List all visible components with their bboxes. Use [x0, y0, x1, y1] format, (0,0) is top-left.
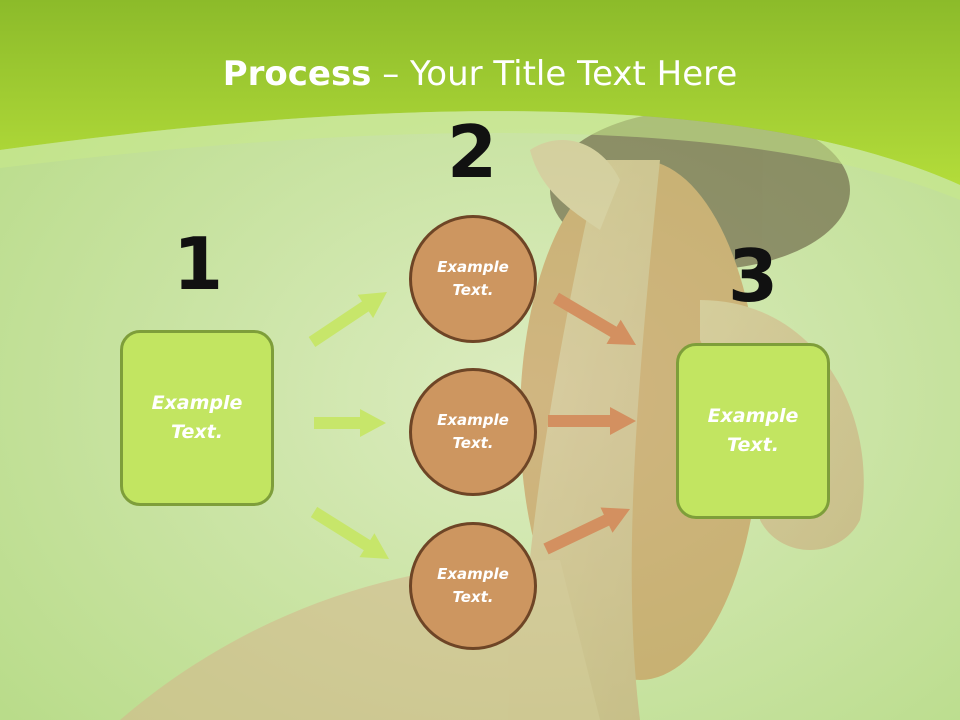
- header-swoosh: [0, 111, 960, 200]
- brown-arrows: [543, 292, 636, 555]
- step-3-box-label: Example Text.: [707, 405, 799, 456]
- step-1-box: Example Text.: [120, 330, 274, 506]
- step-number-3: 3: [727, 234, 779, 318]
- green-arrows: [308, 292, 389, 559]
- step-1-box-label: Example Text.: [151, 392, 243, 443]
- green-arrow-up: [308, 292, 387, 347]
- circle-top-label: Example Text.: [437, 258, 509, 299]
- slide-title: Process – Your Title Text Here: [0, 52, 960, 96]
- step-2-circle-top: Example Text.: [409, 215, 537, 343]
- step-number-2: 2: [446, 110, 498, 194]
- title-bold: Process: [222, 54, 372, 94]
- brown-arrow-up: [543, 507, 630, 555]
- green-arrow-down: [310, 506, 389, 559]
- circle-bottom-label: Example Text.: [437, 565, 509, 606]
- step-3-box: Example Text.: [676, 343, 830, 519]
- circle-middle-label: Example Text.: [437, 411, 509, 452]
- brown-arrow-straight: [548, 407, 636, 435]
- step-2-circle-bottom: Example Text.: [409, 522, 537, 650]
- green-arrow-straight: [314, 409, 386, 437]
- title-rest: – Your Title Text Here: [371, 54, 738, 94]
- header-band: [0, 0, 960, 185]
- step-number-1: 1: [172, 222, 224, 306]
- brown-arrow-down: [553, 292, 636, 345]
- step-2-circle-middle: Example Text.: [409, 368, 537, 496]
